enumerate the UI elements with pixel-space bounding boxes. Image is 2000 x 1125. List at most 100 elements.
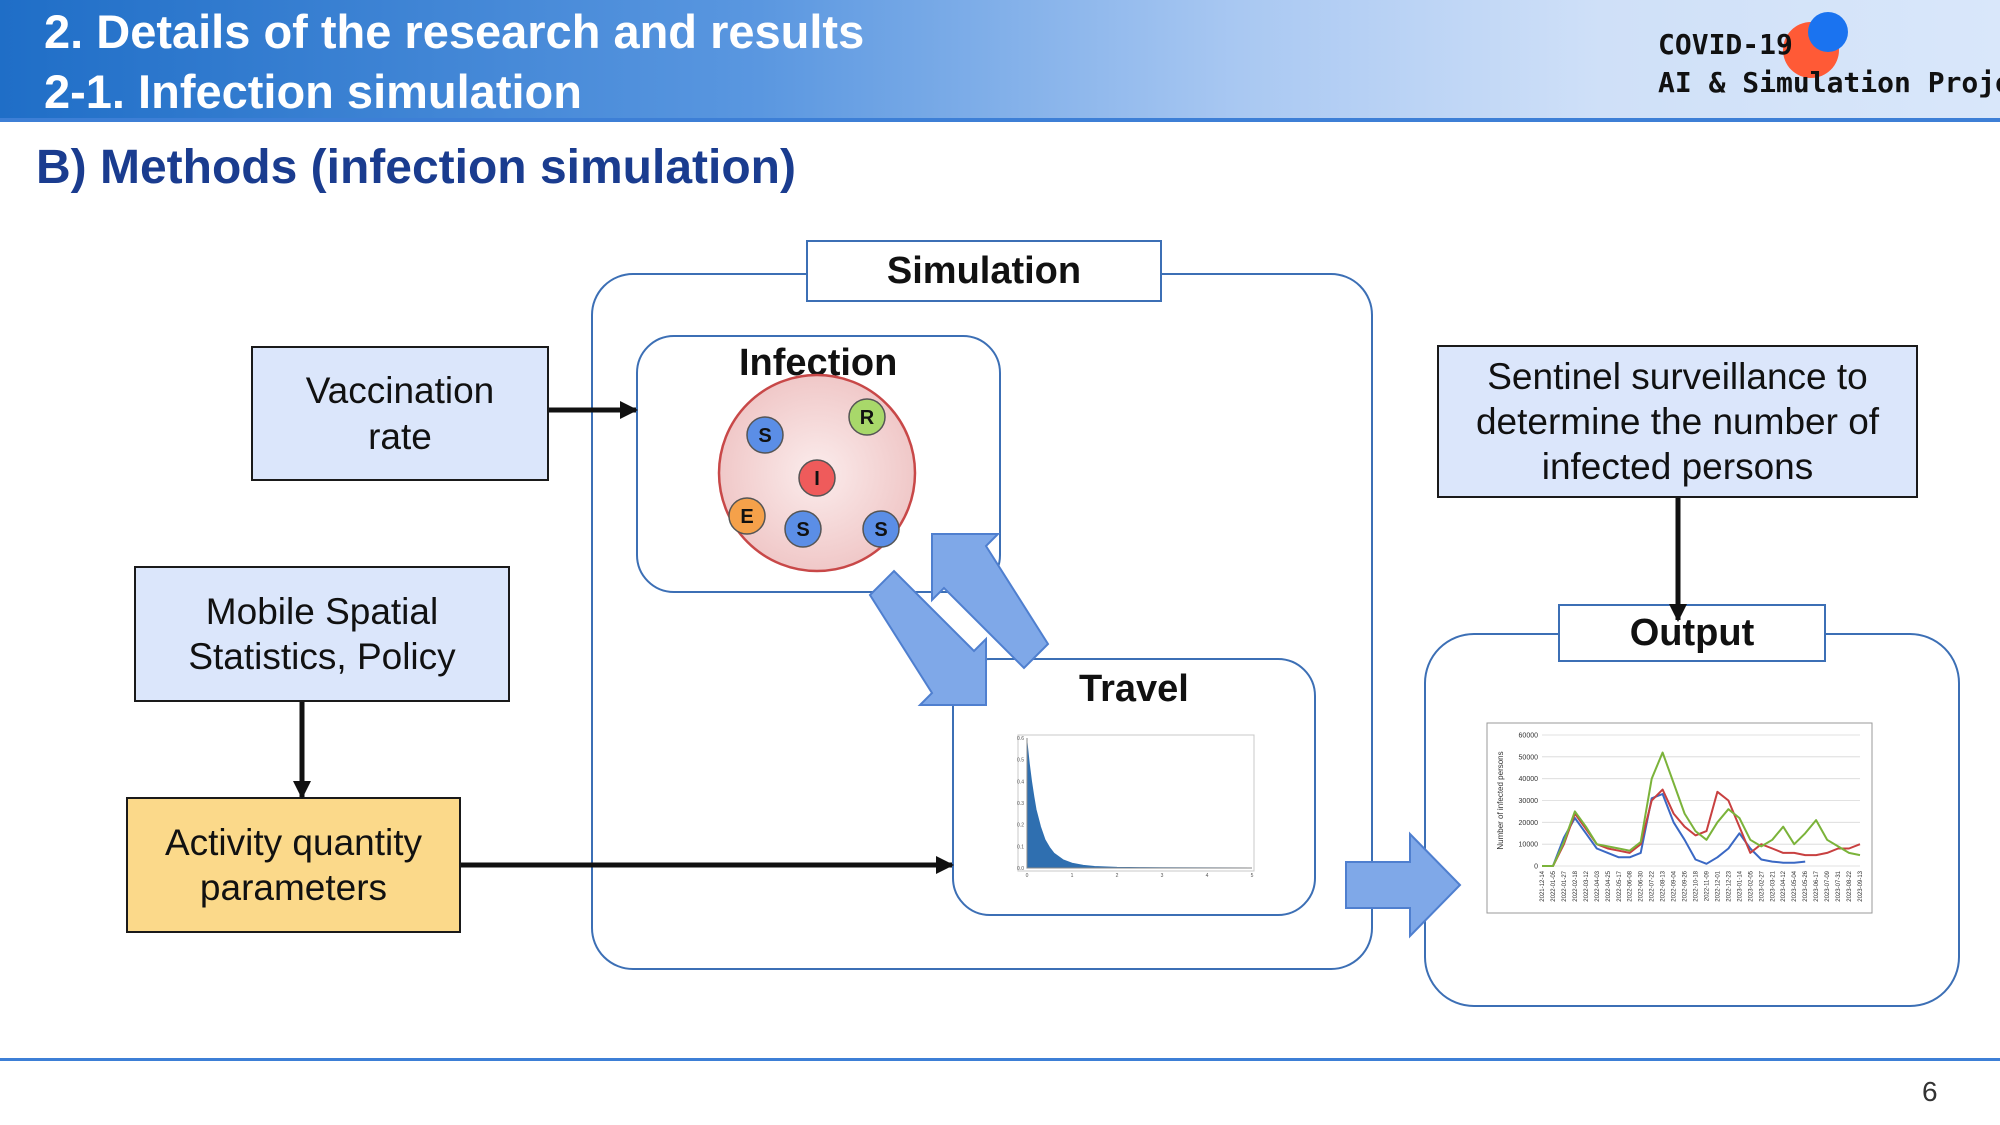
- output-series-line-0: [1542, 793, 1806, 867]
- agent-circle: [848, 398, 886, 436]
- output-x-tick-label: 2022-11-09: [1704, 870, 1710, 901]
- output-x-tick-label: 2022-01-05: [1551, 870, 1557, 901]
- simulation-label: Simulation: [806, 240, 1162, 302]
- travel-y-tick-label: 0.0: [1017, 866, 1024, 872]
- output-x-tick-label: 2022-12-23: [1726, 870, 1732, 901]
- agent-group: S R I E S S: [728, 398, 900, 548]
- page-number: 6: [1922, 1076, 1938, 1107]
- agent-s-5: S: [862, 510, 900, 548]
- output-x-tick-label: 2023-02-27: [1759, 870, 1765, 901]
- output-x-tick-label: 2022-04-25: [1606, 870, 1612, 901]
- travel-chart-plot-frame: [1017, 734, 1255, 872]
- header-banner: [0, 0, 2000, 118]
- output-label: Output: [1558, 604, 1826, 662]
- output-x-tick-label: 2021-12-14: [1540, 870, 1546, 901]
- agent-letter: E: [740, 506, 753, 528]
- output-y-tick-label: 50000: [1519, 754, 1539, 761]
- output-x-tick-label: 2022-04-03: [1595, 870, 1601, 901]
- travel-label: Travel: [1079, 668, 1189, 710]
- header-rule: [0, 118, 2000, 122]
- output-x-tick-label: 2023-01-14: [1737, 870, 1743, 901]
- logo-blue-dot: [1808, 12, 1848, 52]
- output-x-tick-label: 2023-02-05: [1748, 870, 1754, 901]
- output-x-tick-label: 2023-09-13: [1858, 870, 1864, 901]
- agent-letter: R: [860, 407, 875, 429]
- output-y-tick-label: 10000: [1519, 842, 1539, 849]
- output-y-axis-label: Number of infected persons: [1496, 751, 1505, 849]
- travel-x-tick-label: 0: [1026, 873, 1029, 879]
- output-x-tick-label: 2022-02-18: [1573, 870, 1579, 901]
- output-series-line-2: [1542, 751, 1861, 867]
- arrow-travel-to-infection: [931, 533, 1050, 670]
- output-x-tick-label: 2022-08-13: [1661, 870, 1667, 901]
- travel-x-tick-label: 3: [1161, 873, 1164, 879]
- travel-x-tick-label: 2: [1116, 873, 1119, 879]
- output-x-tick-label: 2022-10-18: [1694, 870, 1700, 901]
- mobile-spatial-text: Mobile Spatial Statistics, Policy: [188, 590, 456, 677]
- output-x-tick-label: 2022-09-04: [1672, 870, 1678, 901]
- logo-line2: AI & Simulation Project: [1658, 66, 2000, 99]
- travel-chart: 0 1 2 3 4 5 0.0 0.1 0.2 0.3 0.4 0.5 0.6: [1017, 734, 1255, 879]
- agent-letter: I: [814, 468, 820, 490]
- activity-quantity-text: Activity quantity parameters: [164, 821, 423, 908]
- mobile-spatial-box: Mobile Spatial Statistics, Policy: [134, 566, 510, 702]
- agent-circle: [728, 497, 766, 535]
- output-chart-frame: [1486, 722, 1873, 914]
- output-x-tick-label: 2023-03-21: [1770, 870, 1776, 901]
- agent-s-0: S: [746, 416, 784, 454]
- output-x-tick-label: 2022-07-22: [1650, 870, 1656, 901]
- agent-circle: [862, 510, 900, 548]
- section-title: B) Methods (infection simulation): [36, 141, 796, 194]
- header-title-line1: 2. Details of the research and results: [44, 5, 865, 58]
- output-x-tick-label: 2022-03-12: [1584, 870, 1590, 901]
- agent-circle: [784, 510, 822, 548]
- output-x-tick-label: 2023-08-22: [1847, 870, 1853, 901]
- output-x-tick-label: 2023-05-04: [1792, 870, 1798, 901]
- arrow-infection-to-travel: [868, 569, 987, 706]
- travel-y-tick-label: 0.1: [1017, 844, 1024, 850]
- output-y-tick-label: 20000: [1519, 820, 1539, 827]
- output-x-tick-label: 2023-06-17: [1814, 870, 1820, 901]
- agent-letter: S: [758, 425, 771, 447]
- vaccination-rate-text: Vaccination rate: [305, 370, 495, 457]
- output-x-tick-label: 2022-12-01: [1715, 870, 1721, 901]
- sentinel-surveillance-text: Sentinel surveillance to determine the n…: [1475, 355, 1880, 488]
- agent-circle: [798, 459, 836, 497]
- logo-line1: COVID-19: [1658, 28, 1793, 61]
- output-x-tick-label: 2022-06-08: [1628, 870, 1634, 901]
- agent-s-4: S: [784, 510, 822, 548]
- arrow-simulation-to-output: [1345, 831, 1462, 939]
- travel-y-tick-label: 0.2: [1017, 823, 1024, 829]
- vaccination-rate-box: Vaccination rate: [251, 346, 549, 481]
- agent-circle: [746, 416, 784, 454]
- travel-y-tick-label: 0.3: [1017, 801, 1024, 807]
- travel-x-tick-label: 1: [1071, 873, 1074, 879]
- travel-y-tick-label: 0.4: [1017, 779, 1024, 785]
- output-x-tick-label: 2022-09-26: [1683, 870, 1689, 901]
- output-y-tick-label: 40000: [1519, 776, 1539, 783]
- travel-y-tick-label: 0.5: [1017, 758, 1024, 764]
- output-x-tick-label: 2022-06-30: [1639, 870, 1645, 901]
- output-x-tick-label: 2022-01-27: [1562, 870, 1568, 901]
- travel-x-tick-label: 4: [1206, 873, 1209, 879]
- agent-letter: S: [796, 519, 809, 541]
- sentinel-surveillance-box: Sentinel surveillance to determine the n…: [1437, 345, 1918, 498]
- output-x-tick-label: 2022-05-17: [1617, 870, 1623, 901]
- agent-r-1: R: [848, 398, 886, 436]
- header-title-line2: 2-1. Infection simulation: [44, 65, 582, 118]
- output-y-tick-label: 60000: [1519, 733, 1539, 740]
- output-x-tick-label: 2023-07-31: [1836, 870, 1842, 901]
- output-x-tick-label: 2023-04-12: [1781, 870, 1787, 901]
- output-x-tick-label: 2023-05-26: [1803, 870, 1809, 901]
- output-y-tick-label: 0: [1534, 864, 1538, 871]
- agent-i-2: I: [798, 459, 836, 497]
- agent-e-3: E: [728, 497, 766, 535]
- output-x-tick-label: 2023-07-09: [1825, 870, 1831, 901]
- output-y-tick-label: 30000: [1519, 798, 1539, 805]
- travel-x-tick-label: 5: [1251, 873, 1254, 879]
- footer-rule: [0, 1058, 2000, 1061]
- travel-y-tick-label: 0.6: [1017, 736, 1024, 742]
- activity-quantity-box: Activity quantity parameters: [126, 797, 461, 933]
